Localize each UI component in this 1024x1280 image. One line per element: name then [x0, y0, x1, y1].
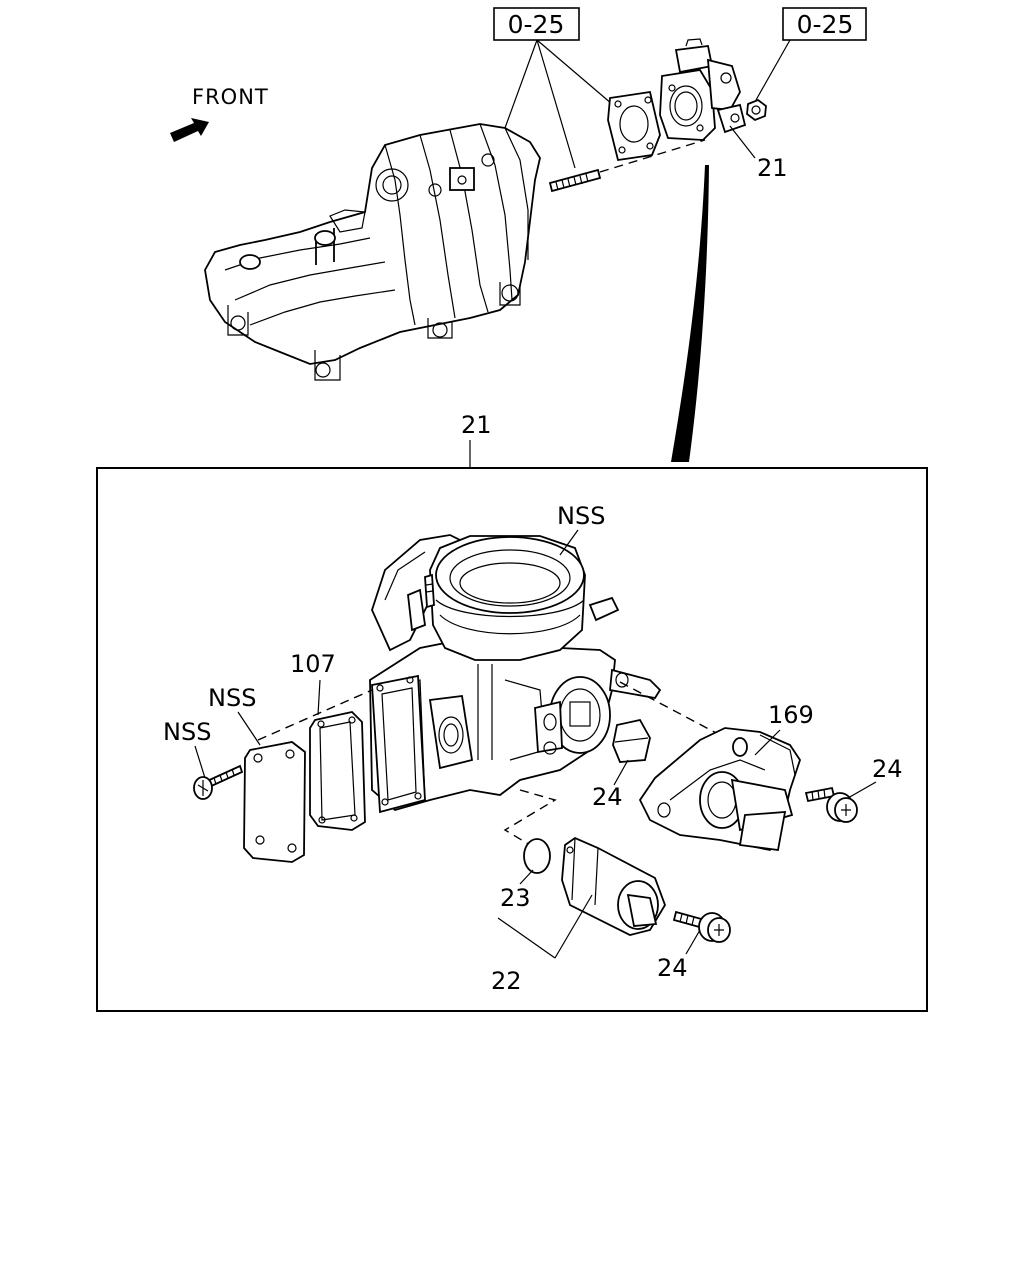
ref-right-leader [755, 39, 791, 101]
ref-box-left: 0-25 [493, 7, 580, 41]
cover-plate [243, 741, 306, 863]
stud-dash-line [599, 139, 706, 173]
front-indicator: FRONT [170, 85, 269, 142]
ref-box-right: 0-25 [782, 7, 867, 41]
leader-nss-top [559, 529, 579, 556]
intake-manifold [204, 123, 541, 381]
label-107: 107 [290, 650, 336, 678]
cover-screw [193, 764, 244, 800]
label-nss-top: NSS [557, 502, 605, 530]
leader-24-bolt [847, 781, 877, 799]
leader-nss-screw [194, 745, 206, 779]
front-arrow-icon [170, 118, 209, 142]
label-21-top: 21 [757, 154, 788, 182]
label-24-bolt: 24 [872, 755, 903, 783]
leader-169 [754, 729, 781, 756]
label-24-sensor: 24 [592, 783, 623, 811]
label-169: 169 [768, 701, 814, 729]
iac-bolt [672, 910, 731, 943]
sensor-clip [612, 718, 651, 763]
idle-air-control-valve [561, 836, 666, 936]
front-label: FRONT [192, 85, 269, 109]
leader-23 [519, 869, 534, 885]
gasket-107 [309, 711, 366, 831]
gasket-top [607, 90, 661, 162]
throttle-body [369, 534, 662, 814]
label-nss-cover: NSS [208, 684, 256, 712]
detail-frame [96, 467, 928, 1012]
leader-107 [317, 679, 321, 716]
label-22: 22 [491, 967, 522, 995]
dash-iac [503, 789, 557, 849]
dash-sensor [619, 681, 721, 736]
throttle-position-sensor [638, 727, 801, 852]
label-24-iac: 24 [657, 954, 688, 982]
bracket-22 [497, 894, 593, 959]
nut [746, 98, 767, 122]
throttle-body-small [659, 38, 747, 141]
dash-cover [257, 689, 373, 741]
leader-24-iac [685, 929, 701, 955]
sensor-bolt [804, 786, 858, 823]
stud [548, 168, 602, 193]
ref-left-leaders [504, 39, 613, 169]
label-21-detail: 21 [461, 411, 492, 439]
label-nss-screw: NSS [163, 718, 211, 746]
ref-label-right: 0-25 [797, 10, 854, 39]
detail-pointer [671, 165, 709, 462]
leader-24-sensor [613, 759, 629, 786]
o-ring [523, 838, 551, 874]
leader-21-top [729, 125, 756, 159]
ref-label-left: 0-25 [508, 10, 565, 39]
label-23: 23 [500, 884, 531, 912]
leader-nss-cover [237, 711, 261, 746]
